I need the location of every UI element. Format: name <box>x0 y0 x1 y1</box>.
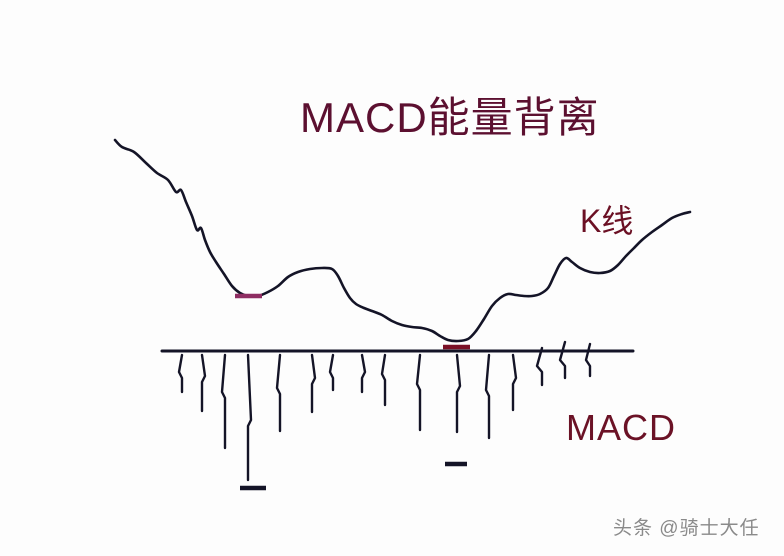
macd-bar <box>484 353 491 440</box>
macd-bar <box>328 353 335 392</box>
macd-bar <box>558 340 567 380</box>
macd-histogram-bars <box>177 340 592 482</box>
kline-annotation-label: K线 <box>580 203 634 239</box>
macd-bar <box>584 342 592 378</box>
macd-bar <box>275 353 282 433</box>
watermark-text: 头条 @骑士大任 <box>613 518 760 539</box>
kline-path <box>113 138 692 343</box>
macd-bar <box>511 353 518 412</box>
macd-annotation-label: MACD <box>566 407 676 448</box>
macd-bar <box>246 353 253 482</box>
macd-bar <box>310 353 317 414</box>
macd-bar <box>380 353 387 407</box>
macd-bar <box>360 353 367 394</box>
kline-series <box>113 138 692 343</box>
macd-bar <box>535 346 544 387</box>
macd-bar <box>415 353 422 432</box>
macd-bar <box>220 353 227 450</box>
macd-bar <box>455 353 462 434</box>
page-title: MACD能量背离 <box>300 94 600 141</box>
divergence-markers <box>235 293 470 491</box>
macd-bar <box>200 353 207 413</box>
macd-bar <box>177 353 184 394</box>
